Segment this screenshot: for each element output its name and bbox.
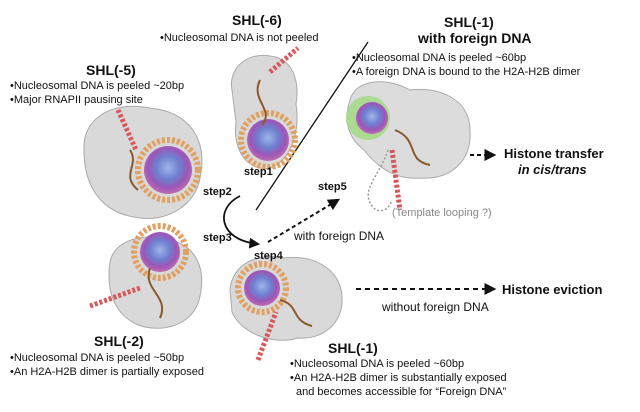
nucleosome-shl2 bbox=[89, 223, 203, 329]
shl2-note-2: •An H2A-H2B dimer is partially exposed bbox=[10, 366, 204, 378]
shl1-foreign-note-1: •Nucleosomal DNA is peeled ~60bp bbox=[352, 52, 527, 64]
shl1-foreign-title-2: with foreign DNA bbox=[418, 30, 532, 46]
nucleosome-shl1-foreign bbox=[346, 81, 471, 212]
shl1-note-2: •An H2A-H2B dimer is substantially expos… bbox=[290, 372, 507, 384]
shl6-note-1: •Nucleosomal DNA is not peeled bbox=[160, 32, 319, 44]
shl1-foreign-note-2: •A foreign DNA is bound to the H2A-H2B d… bbox=[352, 66, 581, 78]
template-looping-path bbox=[367, 149, 393, 212]
nucleosome-shl5 bbox=[83, 105, 203, 220]
shl5-note-1: •Nucleosomal DNA is peeled ~20bp bbox=[10, 80, 185, 92]
shl6-title: SHL(-6) bbox=[232, 12, 282, 28]
step2-step3-arrow bbox=[223, 195, 261, 249]
step2-label: step2 bbox=[203, 186, 232, 198]
histone-eviction-label: Histone eviction bbox=[502, 282, 603, 297]
nucleosome-shl1 bbox=[229, 256, 343, 361]
step5-label: step5 bbox=[318, 181, 347, 193]
shl5-note-2: •Major RNAPII pausing site bbox=[10, 94, 143, 106]
shl2-title: SHL(-2) bbox=[94, 333, 144, 349]
nucleosome-shl6 bbox=[230, 46, 300, 170]
shl2-note-1: •Nucleosomal DNA is peeled ~50bp bbox=[10, 352, 185, 364]
shl1-note-1: •Nucleosomal DNA is peeled ~60bp bbox=[290, 358, 465, 370]
shl5-title: SHL(-5) bbox=[86, 62, 136, 78]
divider-line bbox=[255, 41, 369, 211]
without-foreign-dna-label: without foreign DNA bbox=[382, 300, 489, 314]
template-looping-label: (Template looping ?) bbox=[392, 207, 492, 219]
histone-transfer-label-1: Histone transfer bbox=[504, 146, 604, 161]
with-foreign-dna-label: with foreign DNA bbox=[294, 229, 385, 243]
shl1-note-3: and becomes accessible for “Foreign DNA” bbox=[296, 386, 507, 398]
shl1-title: SHL(-1) bbox=[328, 340, 378, 356]
histone-transfer-label-2: in cis/trans bbox=[518, 162, 587, 177]
shl1-foreign-title-1: SHL(-1) bbox=[444, 14, 494, 30]
step1-label: step1 bbox=[244, 166, 273, 178]
step4-label: step4 bbox=[254, 250, 283, 262]
step3-label: step3 bbox=[203, 232, 232, 244]
